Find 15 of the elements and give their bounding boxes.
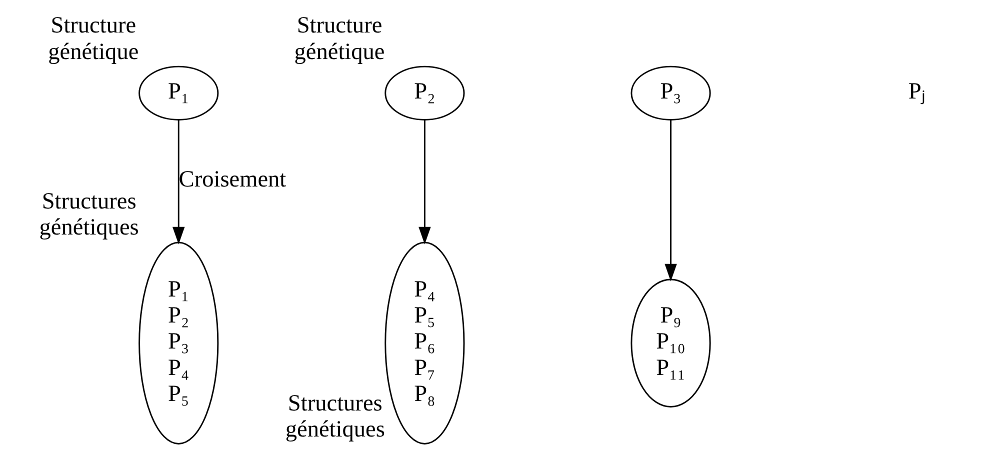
node-label: Structure génétique — [294, 12, 384, 65]
arrow — [172, 120, 184, 244]
node-ellipse: P₁ — [138, 66, 218, 120]
node-ellipse: P₄ P₅ P₆ P₇ P₈ — [384, 242, 464, 444]
label: Pⱼ — [908, 78, 925, 105]
node-ellipse: P₉ P₁₀ P₁₁ — [630, 278, 710, 408]
node-label: Structure génétique — [48, 12, 138, 65]
node-ellipse: P₃ — [630, 66, 710, 120]
arrow — [418, 120, 430, 244]
node-ellipse: P₁ P₂ P₃ P₄ P₅ — [138, 242, 218, 444]
node-label: Structures génétiques — [38, 188, 138, 241]
edge-label: Croisement — [178, 166, 286, 193]
node-label: Structures génétiques — [284, 390, 384, 442]
node-ellipse: P₂ — [384, 66, 464, 120]
arrow — [664, 120, 676, 282]
